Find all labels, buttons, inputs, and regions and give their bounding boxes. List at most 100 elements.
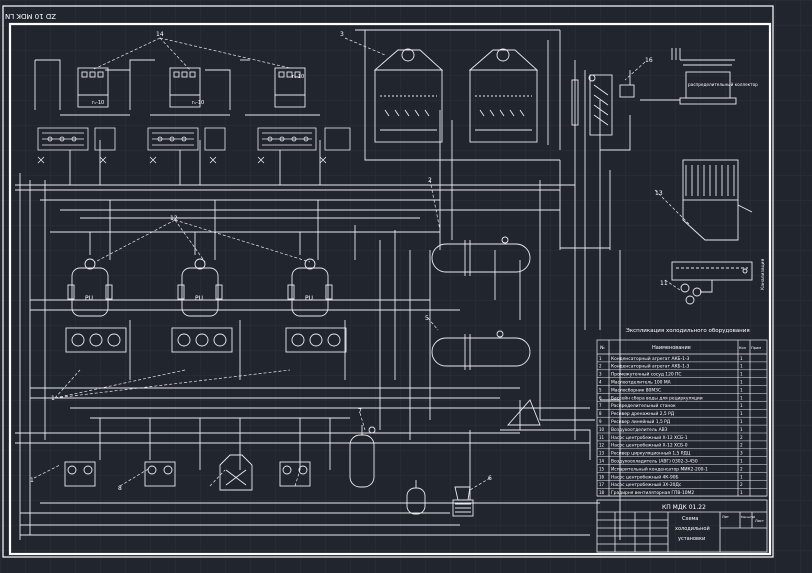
spec-row-name: Испарительный конденсатор МИК2-200-1: [611, 465, 708, 472]
title-block-name-1: Схема: [682, 516, 698, 522]
spec-row-qty: 2: [740, 443, 743, 448]
spec-row-pos: 1: [599, 356, 602, 361]
distributor-label: распределительный коллектор: [688, 82, 758, 87]
callout-12: 12: [170, 215, 178, 222]
title-block-scale: Масштаб: [741, 515, 755, 519]
spec-row-qty: 2: [740, 435, 743, 440]
compressor-unit-1: [65, 258, 127, 353]
unit-label-pu1: PU: [85, 295, 93, 302]
spec-row-pos: 12: [599, 443, 605, 448]
spec-row-pos: 5: [599, 387, 602, 392]
spec-row-pos: 6: [599, 395, 602, 400]
condenser-unit-1: [60, 67, 130, 116]
spec-row-qty: 2: [740, 482, 743, 487]
bottom-tank-3: [219, 454, 253, 491]
cooling-tower-grate: [682, 159, 753, 241]
condenser-unit-2: [150, 67, 230, 116]
spec-row-qty: 1: [740, 419, 743, 424]
spec-row-qty: 1: [740, 380, 743, 385]
horizontal-receiver-upper: [431, 236, 531, 276]
title-block-code: КП МДК 01.22: [662, 504, 706, 511]
spec-row-qty: 1: [740, 356, 743, 361]
callout-3: 3: [340, 31, 344, 38]
spec-table-title: Экспликация холодильного оборудования: [626, 328, 750, 334]
spec-row-qty: 1: [740, 411, 743, 416]
pump-group-16: [680, 280, 713, 305]
spec-row-pos: 11: [599, 435, 605, 440]
callout-5: 5: [425, 315, 429, 322]
unit-label-r1: r₁-10: [92, 100, 104, 106]
callout-7: 7: [358, 408, 362, 415]
spec-row-name: Промежуточный сосуд 120 ПС: [611, 371, 681, 378]
spec-row-qty: 1: [740, 395, 743, 400]
spec-row-name: Воздухоохладитель (АВГ) 0302-3-450: [611, 459, 698, 465]
callout-8: 8: [118, 485, 122, 492]
spec-row-name: Распределительный станок: [611, 402, 676, 409]
wedge-separator: [507, 399, 541, 426]
spec-row-pos: 16: [599, 474, 605, 479]
horizontal-receiver-lower: [431, 330, 531, 370]
spec-table-grid: [596, 339, 768, 497]
leader-lines: [33, 37, 691, 491]
separator-funnel: [452, 486, 474, 517]
evaporative-condenser-2: [468, 48, 539, 143]
bottom-pump-1: [64, 461, 96, 487]
condenser-unit-3: [245, 67, 320, 116]
spec-header-name: Наименование: [652, 345, 691, 351]
spec-header-note: Прим: [751, 346, 761, 350]
spec-row-pos: 14: [599, 459, 605, 464]
spec-row-name: Насос центробежный 4К-90Б: [611, 473, 679, 480]
drawing-frame: [2, 5, 774, 558]
callout-13: 13: [655, 190, 663, 197]
spec-row-qty: 2: [740, 466, 743, 471]
top-stamp: ZD 10 MDK LN: [5, 12, 56, 20]
callout-2: 2: [428, 177, 432, 184]
valve-manifold-row: [37, 127, 351, 164]
spec-row-pos: 15: [599, 466, 605, 471]
air-separator-column: [571, 70, 635, 136]
spec-row-pos: 3: [599, 372, 602, 377]
unit-label-r3: r₁-10: [292, 74, 304, 80]
callout-16: 16: [645, 57, 653, 64]
spec-row-name: Насос центробежный Х-12 ХСБ-1: [611, 434, 688, 441]
spec-row-qty: 1: [740, 490, 743, 495]
spec-row-qty: 1: [740, 459, 743, 464]
spec-row-qty: 1: [740, 403, 743, 408]
title-block-sheet: Лист: [755, 519, 764, 523]
spec-row-qty: 1: [740, 364, 743, 369]
spec-header-qty: Кол: [739, 346, 746, 350]
evaporative-condenser-1: [373, 48, 444, 143]
spec-row-pos: 2: [599, 364, 602, 369]
spec-row-qty: 1: [740, 427, 743, 432]
oil-collector: [406, 480, 426, 515]
spec-row-name: Маслосборник 80МЗС: [611, 386, 661, 393]
spec-row-name: Градирня вентиляторная ГПВ-10М2: [611, 490, 694, 496]
title-block-name-3: установки: [678, 536, 705, 542]
spec-row-name: Воздухоотделитель АВЗ: [611, 427, 668, 433]
vertical-receiver: [349, 425, 376, 488]
compressor-unit-2: [171, 258, 233, 353]
spec-row-qty: 3: [740, 451, 743, 456]
spec-row-name: Ресивер дренажный 2,5 РД: [611, 410, 675, 417]
callout-11: 11: [660, 280, 668, 287]
spec-row-name: Конденсаторный агрегат АКБ-1-3: [611, 363, 690, 370]
callout-1b: 1: [30, 477, 34, 484]
spec-row-name: Насос центробежный Х-12 ХСБ-0: [611, 442, 688, 449]
spec-row-name: Маслоотделитель 100 МА: [611, 380, 671, 386]
compressor-unit-3: [285, 258, 347, 353]
unit-label-pu3: PU: [305, 295, 313, 302]
spec-row-name: Насос центробежный 3Х-20Дс: [611, 481, 682, 488]
spec-row-pos: 7: [599, 403, 602, 408]
title-block: [596, 499, 768, 553]
spec-row-name: Ресивер циркуляционный 1,5 РДЦ: [611, 450, 691, 457]
unit-label-pu2: PU: [195, 295, 203, 302]
side-note: Канализация: [760, 258, 766, 290]
unit-label-r2: r₁-10: [192, 100, 204, 106]
spec-row-qty: 1: [740, 474, 743, 479]
distribution-collector: [671, 48, 737, 105]
spec-row-name: Ресивер линейный 1,5 РД: [611, 418, 671, 425]
spec-row-pos: 13: [599, 451, 605, 456]
